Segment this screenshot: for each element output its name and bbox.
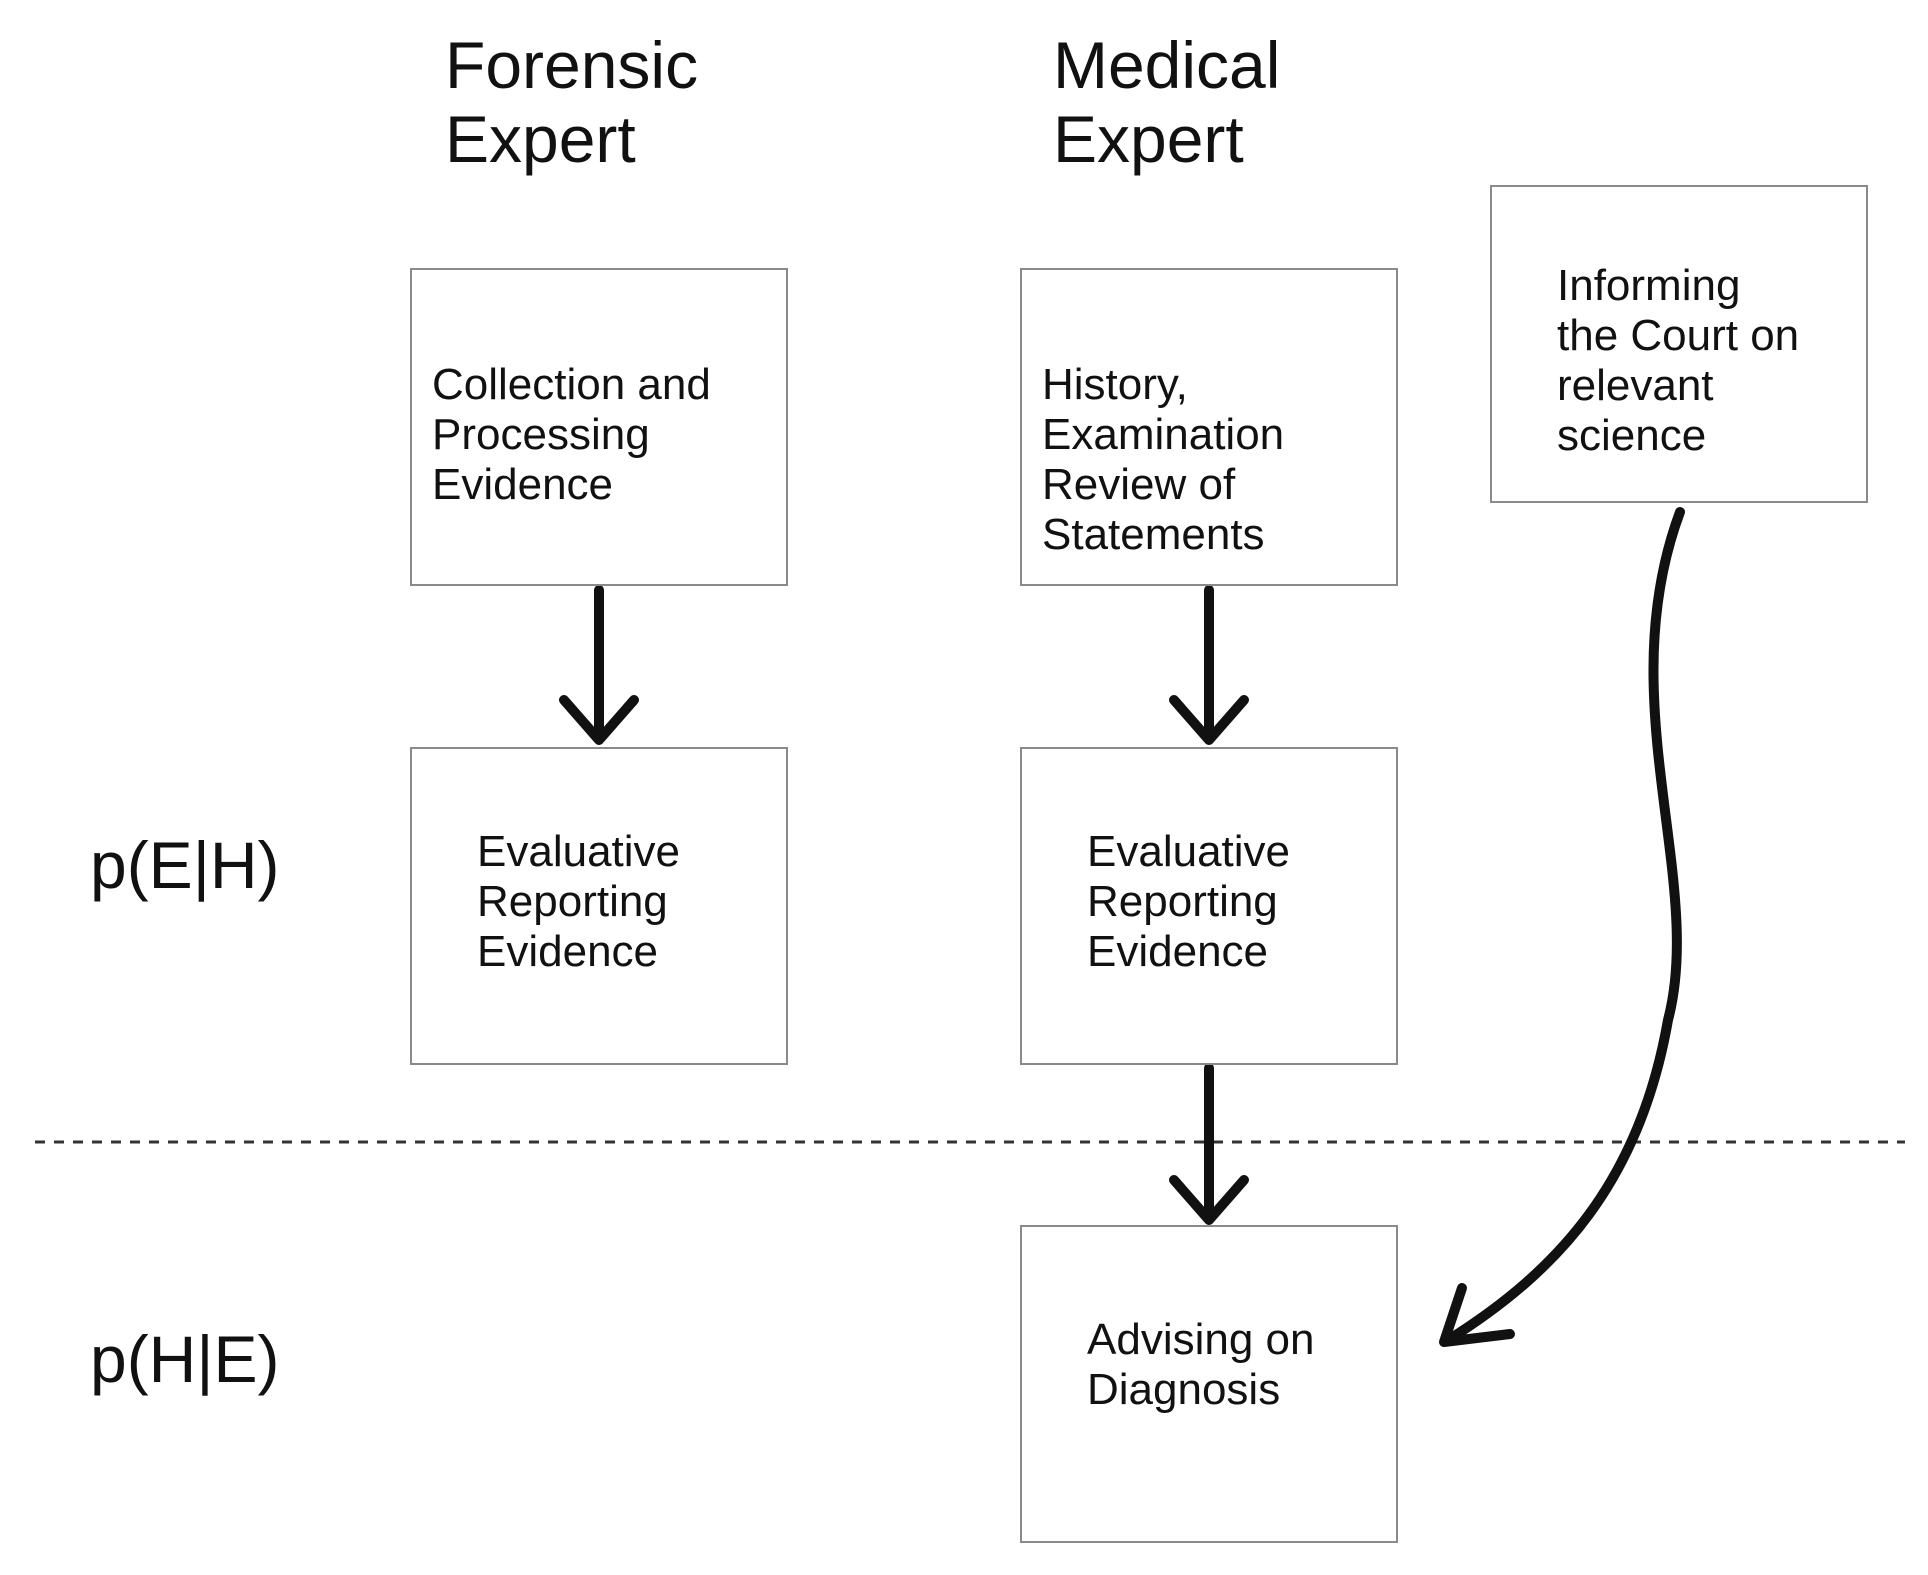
- box-forensic-evaluative-reporting: Evaluative Reporting Evidence: [410, 747, 788, 1065]
- heading-medical-expert: Medical Expert: [1053, 28, 1281, 176]
- arrow-medical-history-to-evaluative: [1169, 585, 1249, 745]
- arrow-forensic-collection-to-evaluative: [559, 585, 639, 745]
- label-p-e-given-h: p(E|H): [90, 828, 280, 902]
- box-informing-court-science-text: Informing the Court on relevant science: [1557, 261, 1800, 460]
- box-history-examination-statements-text: History, Examination Review of Statement…: [1042, 360, 1285, 559]
- box-advising-on-diagnosis-text: Advising on Diagnosis: [1087, 1315, 1315, 1414]
- box-medical-evaluative-reporting-text: Evaluative Reporting Evidence: [1087, 827, 1291, 976]
- box-collection-processing-evidence: Collection and Processing Evidence: [410, 268, 788, 586]
- arrow-medical-evaluative-to-diagnosis: [1169, 1063, 1249, 1225]
- box-forensic-evaluative-reporting-text: Evaluative Reporting Evidence: [477, 827, 681, 976]
- box-history-examination-statements: History, Examination Review of Statement…: [1020, 268, 1398, 586]
- box-informing-court-science: Informing the Court on relevant science: [1490, 185, 1868, 503]
- label-p-h-given-e: p(H|E): [90, 1322, 280, 1396]
- box-collection-processing-evidence-text: Collection and Processing Evidence: [432, 360, 711, 509]
- heading-forensic-expert: Forensic Expert: [445, 28, 699, 176]
- box-medical-evaluative-reporting: Evaluative Reporting Evidence: [1020, 747, 1398, 1065]
- box-advising-on-diagnosis: Advising on Diagnosis: [1020, 1225, 1398, 1543]
- arrow-court-science-to-diagnosis: [1439, 507, 1685, 1347]
